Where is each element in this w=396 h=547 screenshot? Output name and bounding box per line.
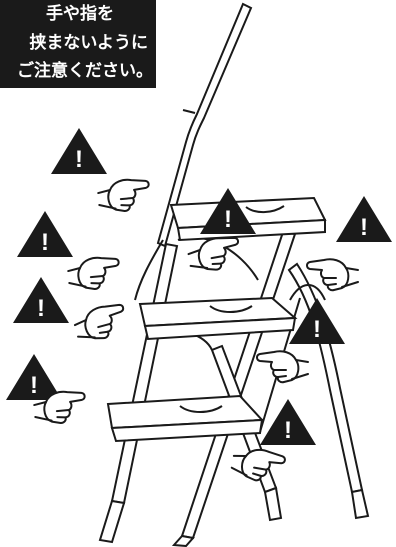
pointing-hand-icon <box>257 351 308 382</box>
pointing-hand-icon <box>187 235 243 274</box>
warning-triangle-icon <box>336 196 392 242</box>
step-bottom <box>108 396 262 441</box>
warning-triangle-icon <box>51 128 107 174</box>
pointing-hand-icon <box>72 301 129 344</box>
warning-triangle-icon <box>17 211 73 257</box>
pointing-hand-icon <box>230 445 286 484</box>
pointing-hand-icon <box>67 256 121 291</box>
pointing-hand-icon <box>97 178 151 213</box>
step-middle <box>140 298 295 339</box>
warning-triangle-icon <box>13 277 69 323</box>
